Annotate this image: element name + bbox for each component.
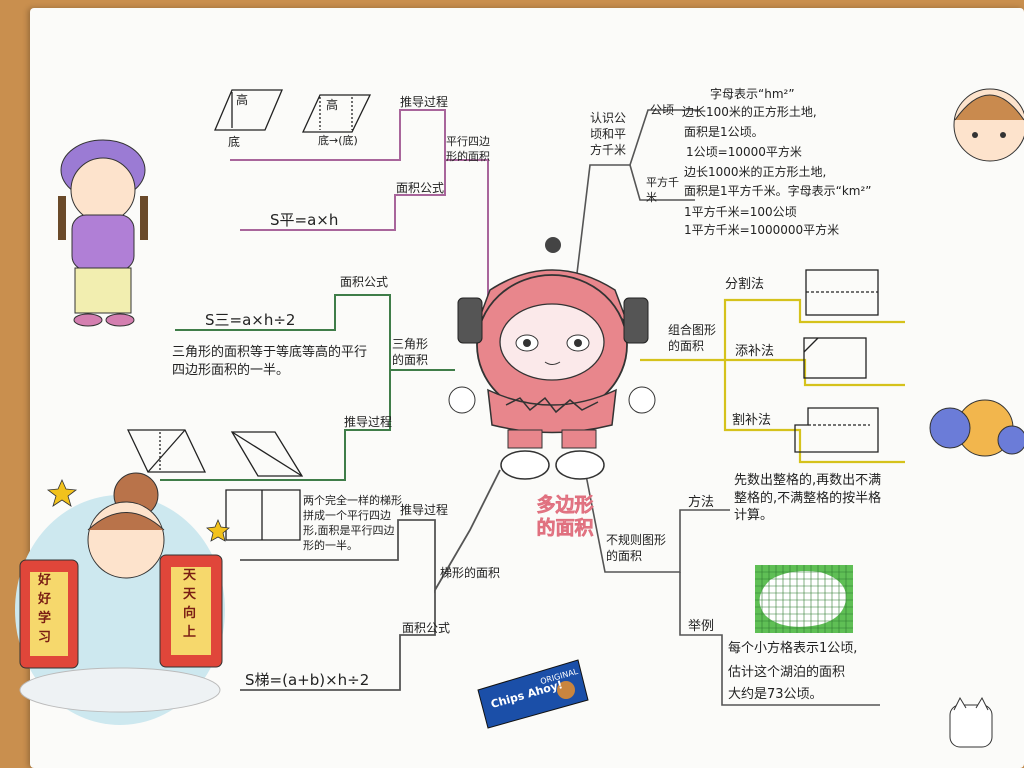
hectare-label: 公顷 [650, 103, 675, 117]
lake-grid [755, 565, 853, 633]
hectare-line-2: 面积是1公顷。 [684, 125, 764, 139]
parallelogram-formula-label: 面积公式 [396, 181, 445, 195]
parallelogram-branch-label: 平行四边形的面积 [446, 135, 490, 163]
hectare-symbol-note: 字母表示“hm²” [710, 87, 795, 101]
center-title: 多边形 的面积 [522, 494, 608, 540]
triangle-derivation-label: 推导过程 [344, 415, 393, 429]
parallelogram-formula: S平=a×h [270, 211, 339, 229]
girl-sticker-top-left [58, 139, 148, 327]
triangle-branch-label: 三角形的面积 [392, 337, 429, 368]
hectare-line-1: 边长100米的正方形土地, [682, 105, 817, 119]
irregular-example-label: 举例 [688, 619, 715, 634]
composite-branch-label: 组合图形的面积 [668, 323, 717, 354]
hectare-line-3: 1公顷=10000平方米 [686, 145, 802, 159]
irregular-example-line-1: 每个小方格表示1公顷, [728, 641, 858, 656]
irregular-example-line-2: 估计这个湖泊的面积 [728, 665, 846, 680]
girl-face-sticker-top-right [953, 88, 1024, 162]
center-title-line1: 多边形 [536, 494, 594, 517]
triangle-formula-label: 面积公式 [340, 275, 389, 289]
center-title-line2: 的面积 [536, 516, 594, 539]
irregular-example-line-3: 大约是73公顷。 [728, 687, 823, 702]
km-line-1: 边长1000米的正方形土地, [684, 165, 827, 179]
cat-sticker-right [929, 399, 1024, 457]
parallelogram-fig2-base-label: 底→(底) [318, 134, 358, 147]
parallelogram-fig1-base-label: 底 [228, 135, 241, 149]
composite-method-3: 割补法 [732, 413, 772, 428]
snack-wrapper [477, 659, 589, 729]
lucky-cat-sticker [949, 696, 993, 748]
km-label: 平方千米 [646, 176, 679, 204]
trapezoid-branch-label: 梯形的面积 [440, 566, 501, 580]
banner-left-text: 好好学习 [38, 573, 52, 645]
irregular-method-label: 方法 [688, 495, 715, 510]
trapezoid-derivation-label: 推导过程 [400, 503, 449, 517]
parallelogram-derivation-label: 推导过程 [400, 95, 449, 109]
trapezoid-description: 两个完全一样的梯形拼成一个平行四边形,面积是平行四边形的一半。 [303, 494, 402, 552]
trapezoid-formula-label: 面积公式 [402, 621, 451, 635]
km-line-2: 面积是1平方千米。字母表示“km²” [684, 184, 872, 198]
robot-mascot [448, 237, 656, 480]
parallelogram-fig2-height-label: 高 [326, 98, 339, 112]
banner-right-text: 天天向上 [183, 568, 197, 640]
triangle-description: 三角形的面积等于等底等高的平行四边形面积的一半。 [172, 345, 368, 378]
irregular-branch-label: 不规则图形的面积 [606, 533, 667, 564]
irregular-method-text: 先数出整格的,再数出不满整格的,不满整格的按半格计算。 [734, 473, 882, 524]
composite-method-1: 分割法 [725, 277, 765, 292]
units-branch-label: 认识公顷和平方千米 [590, 111, 627, 158]
km-line-4: 1平方千米=1000000平方米 [684, 223, 840, 237]
composite-method-2: 添补法 [735, 344, 775, 359]
girl-sticker-bottom-left [15, 472, 225, 725]
parallelogram-fig1-height-label: 高 [236, 93, 249, 107]
km-line-3: 1平方千米=100公顷 [684, 205, 797, 219]
trapezoid-formula: S梯=(a+b)×h÷2 [245, 671, 370, 689]
triangle-formula: S三=a×h÷2 [205, 311, 296, 329]
